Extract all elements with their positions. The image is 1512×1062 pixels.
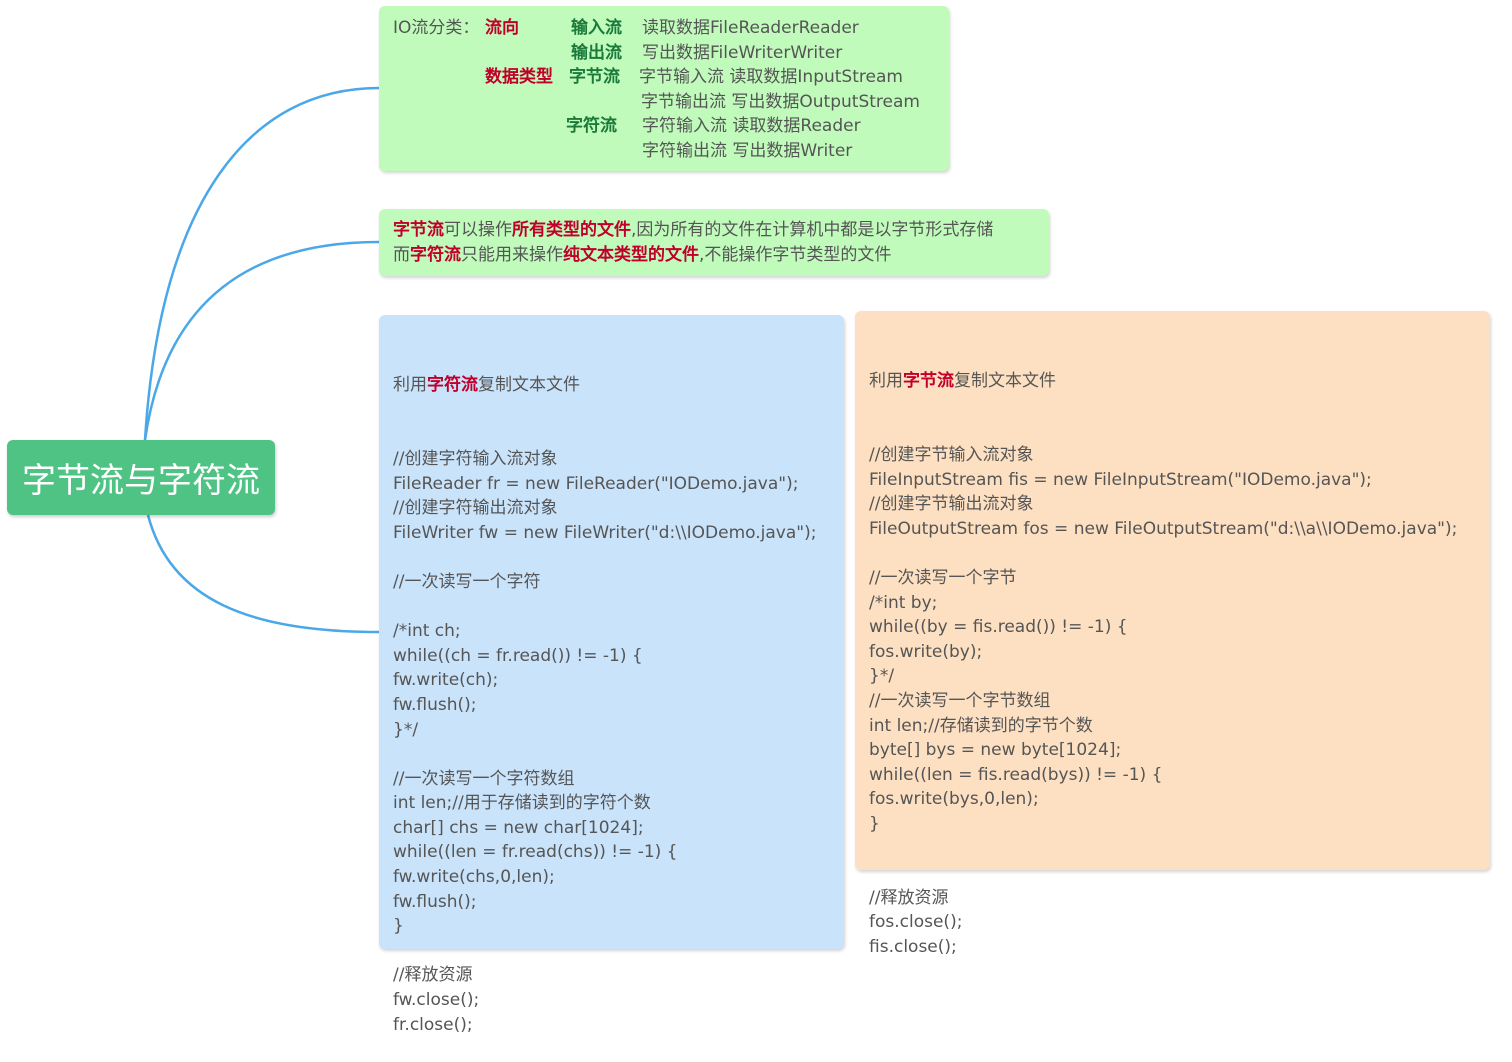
connectors: [143, 86, 380, 634]
highlight-text: 字节流: [903, 371, 954, 392]
text-segment: ,不能操作字节类型的文件: [699, 244, 892, 265]
text-segment: 利用: [869, 371, 903, 392]
byte-label: 字节流: [569, 67, 620, 88]
connector-classification: [143, 86, 380, 441]
char-label: 字符流: [566, 116, 617, 137]
highlight-text: 所有类型的文件: [512, 220, 631, 240]
connector-note: [143, 240, 380, 441]
code-line: [869, 836, 1476, 861]
byte-copy-title: 利用字节流复制文本文件: [869, 369, 1476, 394]
code-line: [393, 742, 830, 767]
code-line: [393, 545, 830, 570]
code-line: }: [869, 813, 880, 834]
code-line: int len;//用于存储读到的字符个数: [393, 793, 651, 814]
highlight-text: 字符流: [410, 244, 461, 265]
code-line: int len;//存储读到的字节个数: [869, 715, 1093, 736]
byte-out-desc: 字节输出流 写出数据OutputStream: [641, 91, 920, 112]
code-line: fw.write(chs,0,len);: [393, 867, 555, 888]
text-segment: 利用: [393, 375, 427, 396]
code-line: //创建字节输入流对象: [869, 444, 1034, 465]
code-line: //一次读写一个字符数组: [393, 768, 575, 789]
note-node[interactable]: 字节流可以操作所有类型的文件,因为所有的文件在计算机中都是以字节形式存储 而字符…: [379, 209, 1049, 276]
code-line: fos.close();: [869, 912, 963, 933]
char-in-desc: 字符输入流 读取数据Reader: [642, 116, 861, 137]
code-line: }*/: [869, 666, 895, 687]
code-line: //创建字节输出流对象: [869, 494, 1034, 515]
text-segment: 复制文本文件: [954, 371, 1056, 392]
code-line: [393, 939, 830, 964]
code-line: //创建字符输入流对象: [393, 448, 558, 469]
code-line: byte[] bys = new byte[1024];: [869, 740, 1122, 761]
classification-node[interactable]: IO流分类：流向 输入流读取数据FileReaderReader 输出流写出数据F…: [379, 6, 949, 171]
code-line: while((len = fr.read(chs)) != -1) {: [393, 842, 678, 863]
root-title: 字节流与字符流: [22, 461, 260, 501]
code-line: }*/: [393, 719, 419, 740]
code-line: fos.write(bys,0,len);: [869, 789, 1039, 810]
code-line: char[] chs = new char[1024];: [393, 817, 644, 838]
code-line: FileInputStream fis = new FileInputStrea…: [869, 469, 1372, 490]
code-line: [393, 595, 830, 620]
code-line: //一次读写一个字节数组: [869, 690, 1051, 711]
byte-copy-code: //创建字节输入流对象 FileInputStream fis = new Fil…: [869, 443, 1476, 959]
code-line: fw.flush();: [393, 891, 477, 912]
classification-label: IO流分类：: [393, 18, 480, 38]
output-label: 输出流: [571, 42, 622, 63]
char-out-desc: 字符输出流 写出数据Writer: [642, 140, 853, 161]
highlight-text: 纯文本类型的文件: [563, 244, 699, 265]
code-line: [869, 861, 1476, 886]
highlight-text: 字节流: [393, 220, 444, 240]
root-node[interactable]: 字节流与字符流: [7, 440, 275, 515]
code-line: /*int by;: [869, 592, 938, 613]
text-segment: 复制文本文件: [478, 375, 580, 396]
direction-label: 流向: [485, 18, 519, 38]
note-line-2: 而字符流只能用来操作纯文本类型的文件,不能操作字节类型的文件: [393, 243, 1035, 268]
text-segment: ,因为所有的文件在计算机中都是以字节形式存储: [631, 220, 994, 240]
code-line: [869, 541, 1476, 566]
code-line: FileWriter fw = new FileWriter("d:\\IODe…: [393, 522, 817, 543]
code-line: fw.write(ch);: [393, 670, 499, 691]
connector-code: [146, 514, 380, 634]
code-line: fr.close();: [393, 1014, 473, 1035]
code-line: //一次读写一个字符: [393, 571, 541, 592]
byte-copy-node[interactable]: 利用字节流复制文本文件 //创建字节输入流对象 FileInputStream f…: [855, 311, 1490, 957]
output-desc: 写出数据FileWriterWriter: [642, 42, 843, 63]
code-line: while((len = fis.read(bys)) != -1) {: [869, 764, 1163, 785]
text-segment: 只能用来操作: [461, 244, 563, 265]
char-copy-code: //创建字符输入流对象 FileReader fr = new FileReade…: [393, 447, 830, 1037]
code-line: fw.flush();: [393, 694, 477, 715]
highlight-text: 字符流: [427, 375, 478, 396]
byte-in-desc: 字节输入流 读取数据InputStream: [639, 67, 903, 88]
code-line: while((ch = fr.read()) != -1) {: [393, 645, 643, 666]
code-line: }: [393, 916, 404, 937]
code-line: //释放资源: [869, 887, 949, 908]
code-line: FileOutputStream fos = new FileOutputStr…: [869, 518, 1458, 539]
code-line: //创建字符输出流对象: [393, 498, 558, 519]
input-label: 输入流: [571, 18, 622, 38]
code-line: while((by = fis.read()) != -1) {: [869, 617, 1128, 638]
char-copy-title: 利用字符流复制文本文件: [393, 373, 830, 398]
char-copy-node[interactable]: 利用字符流复制文本文件 //创建字符输入流对象 FileReader fr = n…: [379, 315, 844, 1035]
input-desc: 读取数据FileReaderReader: [642, 18, 859, 38]
code-line: //一次读写一个字节: [869, 567, 1017, 588]
code-line: //释放资源: [393, 965, 473, 986]
datatype-label: 数据类型: [485, 67, 553, 88]
code-line: FileReader fr = new FileReader("IODemo.j…: [393, 473, 799, 494]
code-line: fis.close();: [869, 936, 957, 957]
code-line: fos.write(by);: [869, 641, 983, 662]
code-line: fw.close();: [393, 990, 480, 1011]
text-segment: 可以操作: [444, 220, 512, 240]
note-line-1: 字节流可以操作所有类型的文件,因为所有的文件在计算机中都是以字节形式存储: [393, 218, 1035, 243]
text-segment: 而: [393, 244, 410, 265]
code-line: /*int ch;: [393, 621, 461, 642]
